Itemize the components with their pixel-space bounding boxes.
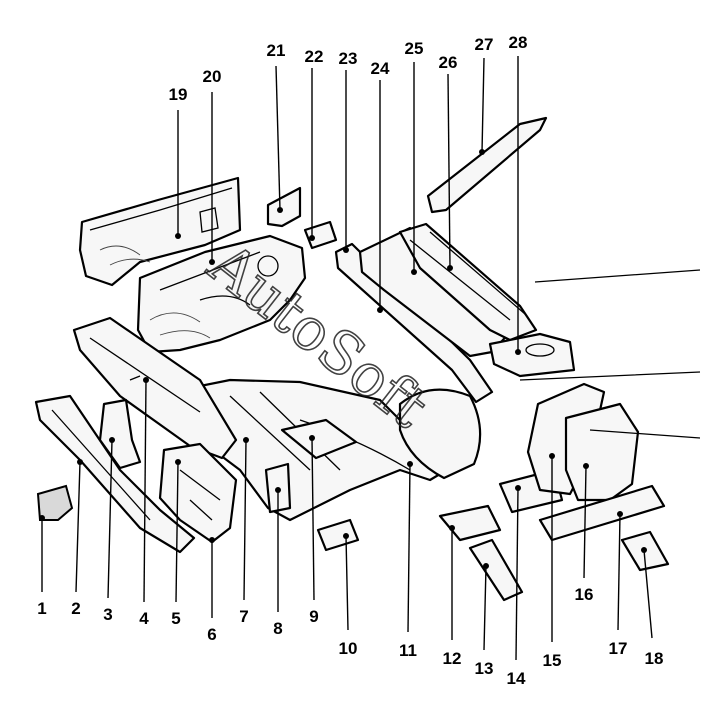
callout-23: 23 [339, 49, 358, 68]
parts-drawing [34, 116, 701, 602]
part-11-wheel-arch [398, 388, 482, 480]
part-5-6-mount [158, 442, 238, 544]
part-2-front-cross-member [34, 394, 196, 554]
callout-27: 27 [475, 35, 494, 54]
part-22-bracket [303, 220, 338, 250]
callout-19: 19 [169, 85, 188, 104]
part-10-pad [316, 518, 360, 552]
callout-11: 11 [399, 641, 417, 660]
reference-lines [519, 269, 701, 439]
callout-26: 26 [439, 53, 458, 72]
callout-4: 4 [139, 609, 149, 628]
callout-21: 21 [267, 41, 286, 60]
part-19-dash-upper-panel [78, 176, 242, 287]
callout-8: 8 [273, 619, 282, 638]
part-20-dash-lower-panel [136, 234, 307, 354]
part-27-brace [426, 116, 548, 214]
part-1-bracket [36, 484, 74, 521]
callout-20: 20 [203, 67, 222, 86]
callout-22: 22 [305, 47, 324, 66]
callout-18: 18 [645, 649, 664, 668]
part-17-rear-sill [538, 484, 666, 542]
part-13-bracket [468, 538, 524, 602]
part-4-longitudinal-member [72, 316, 238, 460]
callout-16: 16 [575, 585, 594, 604]
callout-25: 25 [405, 39, 424, 58]
callout-6: 6 [207, 625, 216, 644]
callout-labels: 1 2 3 4 5 6 7 8 9 10 11 12 13 14 15 16 1… [37, 33, 663, 688]
callout-12: 12 [443, 649, 462, 668]
part-9-floor-pan [280, 418, 358, 460]
callout-1: 1 [37, 599, 46, 618]
callout-17: 17 [609, 639, 628, 658]
part-3-support [98, 398, 142, 470]
leader-dots [39, 149, 647, 569]
part-25-26-upper-cowl [398, 222, 538, 342]
part-21-bracket [266, 186, 302, 228]
leader-lines [41, 56, 653, 661]
callout-14: 14 [507, 669, 526, 688]
callout-24: 24 [371, 59, 390, 78]
callout-10: 10 [339, 639, 358, 658]
callout-28: 28 [509, 33, 528, 52]
callout-9: 9 [309, 607, 318, 626]
callout-3: 3 [103, 605, 112, 624]
part-16-wheel-house [564, 402, 640, 502]
callout-13: 13 [475, 659, 494, 678]
callout-7: 7 [239, 607, 248, 626]
part-12-bracket [438, 504, 502, 542]
callout-15: 15 [543, 651, 562, 670]
callout-5: 5 [171, 609, 180, 628]
callout-2: 2 [71, 599, 80, 618]
